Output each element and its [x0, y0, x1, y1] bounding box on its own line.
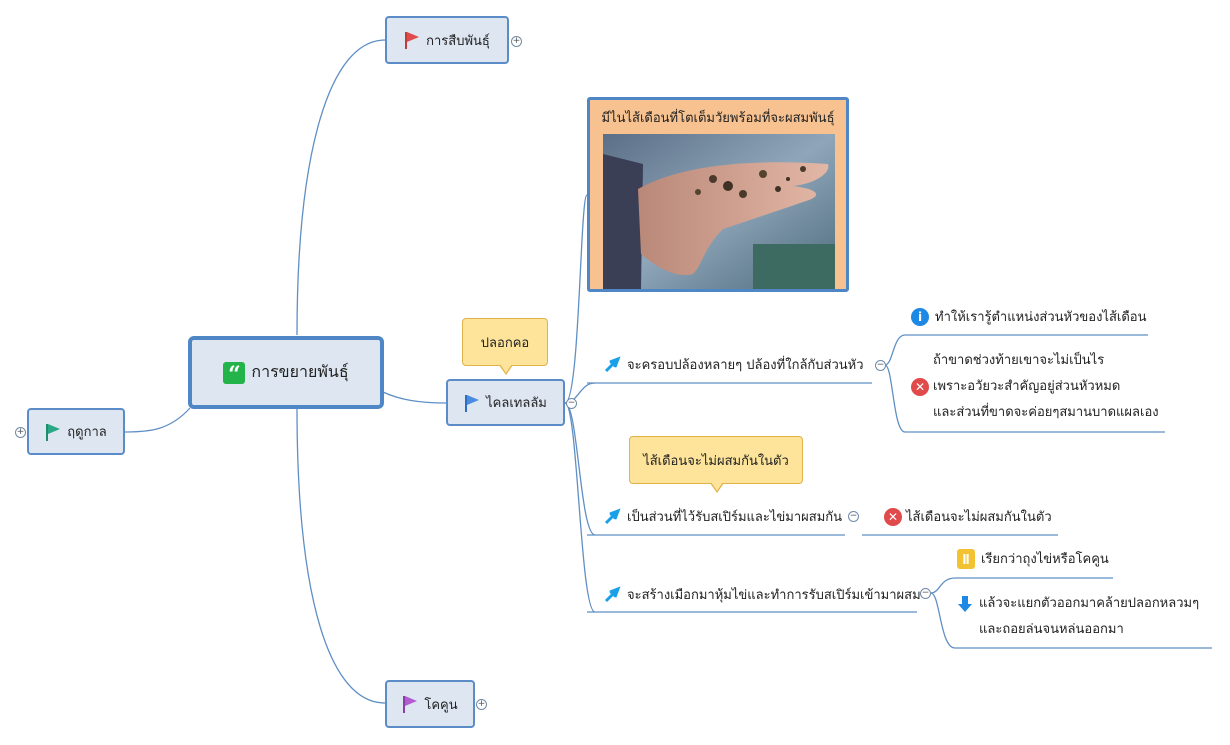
branch-left[interactable]: ฤดูกาล — [27, 408, 125, 455]
branch-bottom-label: โคคูน — [424, 697, 458, 713]
root-label: การขยายพันธุ์ — [251, 362, 349, 381]
note-1-2-line-2: เพราะอวัยวะสำคัญอยู่ส่วนหัวหมด — [933, 379, 1121, 394]
image-caption: มีไนไส้เดือนที่โตเต็มวัยพร้อมที่จะผสมพัน… — [601, 111, 835, 126]
branch-mid[interactable]: ไคลเทลลัม — [446, 379, 565, 426]
branch-left-label: ฤดูกาล — [67, 425, 107, 440]
subtopic-3[interactable]: จะสร้างเมือกมาหุ้มไข่และทำการรับสเปิร์มเ… — [603, 584, 921, 605]
root-topic[interactable]: “ การขยายพันธุ์ — [188, 336, 384, 409]
diagonal-arrow-icon — [603, 507, 621, 526]
note-1-2-line-1: ถ้าขาดช่วงท้ายเขาจะไม่เป็นไร — [933, 353, 1105, 368]
collapse-toggle-mid[interactable]: − — [566, 398, 577, 409]
expand-toggle-top[interactable]: + — [511, 36, 522, 47]
note-2-1[interactable]: ✕ ไส้เดือนจะไม่ผสมกันในตัว — [884, 506, 1052, 527]
collapse-toggle-subtopic-2[interactable]: − — [848, 511, 859, 522]
down-arrow-icon — [957, 595, 973, 613]
branch-top[interactable]: การสืบพันธุ์ — [385, 16, 509, 64]
cross-icon: ✕ — [884, 507, 902, 526]
red-flag-icon — [404, 31, 420, 49]
note-3-2[interactable]: แล้วจะแยกตัวออกมาคล้ายปลอกหลวมๆ และถอยล่… — [957, 590, 1199, 642]
note-1-2[interactable]: ถ้าขาดช่วงท้ายเขาจะไม่เป็นไร ✕ เพราะอวัย… — [911, 348, 1159, 426]
earthworm-hand-photo — [603, 134, 835, 289]
green-flag-icon — [45, 423, 61, 441]
info-icon: i — [911, 307, 929, 326]
mid-callout[interactable]: ปลอกคอ — [462, 318, 548, 375]
blue-flag-icon — [464, 394, 480, 412]
mid-callout-text: ปลอกคอ — [480, 335, 530, 351]
note-3-1[interactable]: ǁ เรียกว่าถุงไข่หรือโคคูน — [957, 548, 1109, 569]
subtopic-1[interactable]: จะครอบปล้องหลายๆ ปล้องที่ใกล้กับส่วนหัว — [603, 354, 864, 375]
image-topic[interactable]: มีไนไส้เดือนที่โตเต็มวัยพร้อมที่จะผสมพัน… — [587, 97, 849, 292]
medal-icon: ǁ — [957, 548, 975, 569]
branch-bottom[interactable]: โคคูน — [385, 680, 475, 728]
subtopic-3-label: จะสร้างเมือกมาหุ้มไข่และทำการรับสเปิร์มเ… — [627, 588, 921, 603]
note-2-1-text: ไส้เดือนจะไม่ผสมกันในตัว — [906, 510, 1052, 525]
note-1-2-line-3: และส่วนที่ขาดจะค่อยๆสมานบาดแผลเอง — [933, 405, 1159, 420]
diagonal-arrow-icon — [603, 355, 621, 374]
note-1-1-text: ทำให้เรารู้ตำแหน่งส่วนหัวของไส้เดือน — [935, 310, 1147, 325]
subtopic-2-callout[interactable]: ไส้เดือนจะไม่ผสมกันในตัว — [629, 436, 803, 493]
note-3-2-line-1: แล้วจะแยกตัวออกมาคล้ายปลอกหลวมๆ — [979, 596, 1200, 611]
diagonal-arrow-icon — [603, 585, 621, 604]
subtopic-2-label: เป็นส่วนที่ไว้รับสเปิร์มและไข่มาผสมกัน — [627, 510, 843, 525]
subtopic-1-label: จะครอบปล้องหลายๆ ปล้องที่ใกล้กับส่วนหัว — [627, 358, 864, 373]
subtopic-2[interactable]: เป็นส่วนที่ไว้รับสเปิร์มและไข่มาผสมกัน — [603, 506, 842, 527]
expand-toggle-left[interactable]: + — [15, 427, 26, 438]
collapse-toggle-subtopic-1[interactable]: − — [875, 360, 886, 371]
quote-icon: “ — [223, 361, 246, 388]
note-3-1-text: เรียกว่าถุงไข่หรือโคคูน — [981, 552, 1109, 567]
note-3-2-line-2: และถอยล่นจนหล่นออกมา — [979, 622, 1124, 637]
branch-top-label: การสืบพันธุ์ — [426, 33, 490, 49]
cross-icon: ✕ — [911, 378, 929, 396]
branch-mid-label: ไคลเทลลัม — [486, 396, 547, 411]
collapse-toggle-subtopic-3[interactable]: − — [920, 588, 931, 599]
expand-toggle-bottom[interactable]: + — [476, 699, 487, 710]
subtopic-2-callout-text: ไส้เดือนจะไม่ผสมกันในตัว — [643, 453, 789, 469]
purple-flag-icon — [402, 695, 418, 713]
note-1-1[interactable]: i ทำให้เรารู้ตำแหน่งส่วนหัวของไส้เดือน — [911, 306, 1147, 327]
